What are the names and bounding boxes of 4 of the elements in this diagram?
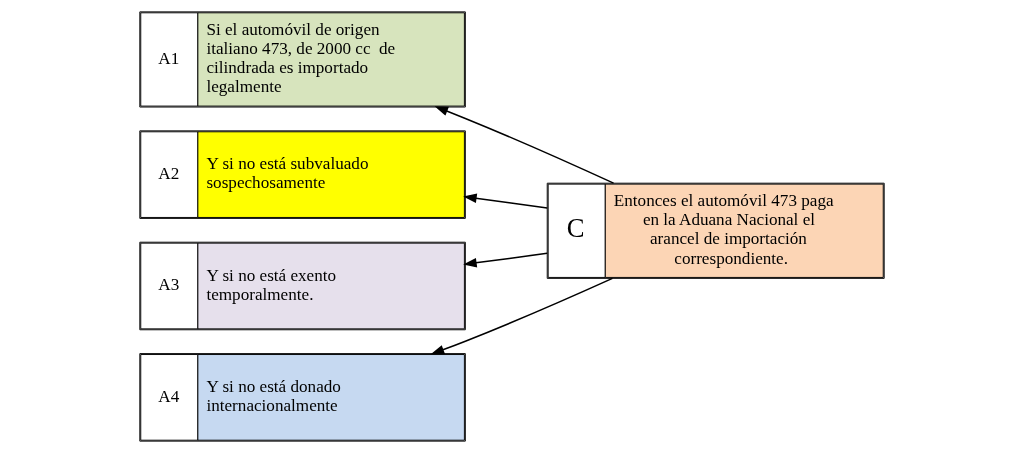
arrow xyxy=(462,193,548,209)
arrow xyxy=(434,106,614,184)
arrow xyxy=(430,277,613,355)
arrow xyxy=(462,252,548,268)
